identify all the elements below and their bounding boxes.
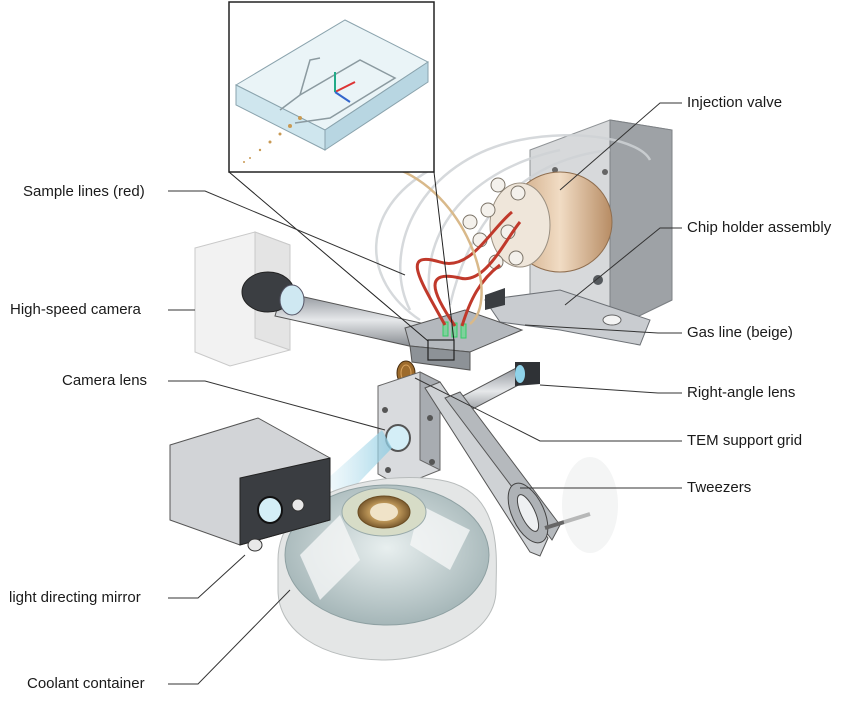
label-chip-holder-assembly: Chip holder assembly — [687, 219, 832, 236]
light-beam — [326, 430, 392, 502]
chip-inset — [228, 1, 435, 173]
leader-lines — [168, 102, 682, 685]
inset-connectors — [228, 171, 455, 342]
label-light-directing-mirror: light directing mirror — [9, 589, 141, 606]
coolant-container — [277, 477, 497, 661]
label-tem-support-grid: TEM support grid — [687, 432, 803, 449]
high-speed-camera — [194, 231, 291, 367]
light-directing-mirror — [169, 417, 331, 552]
label-gas-line: Gas line (beige) — [687, 324, 793, 341]
label-sample-lines: Sample lines (red) — [23, 183, 145, 200]
label-high-speed-camera: High-speed camera — [10, 301, 141, 318]
sample-lines — [415, 210, 522, 327]
label-injection-valve: Injection valve — [687, 94, 783, 111]
injection-valve — [462, 171, 613, 273]
label-coolant-container: Coolant container — [27, 675, 145, 692]
label-right-angle-lens: Right-angle lens — [687, 384, 796, 401]
chip-holder-block — [404, 309, 524, 371]
gas-line — [399, 168, 483, 325]
tweezers — [424, 381, 618, 557]
label-camera-lens: Camera lens — [62, 372, 148, 389]
label-tweezers: Tweezers — [687, 479, 752, 496]
